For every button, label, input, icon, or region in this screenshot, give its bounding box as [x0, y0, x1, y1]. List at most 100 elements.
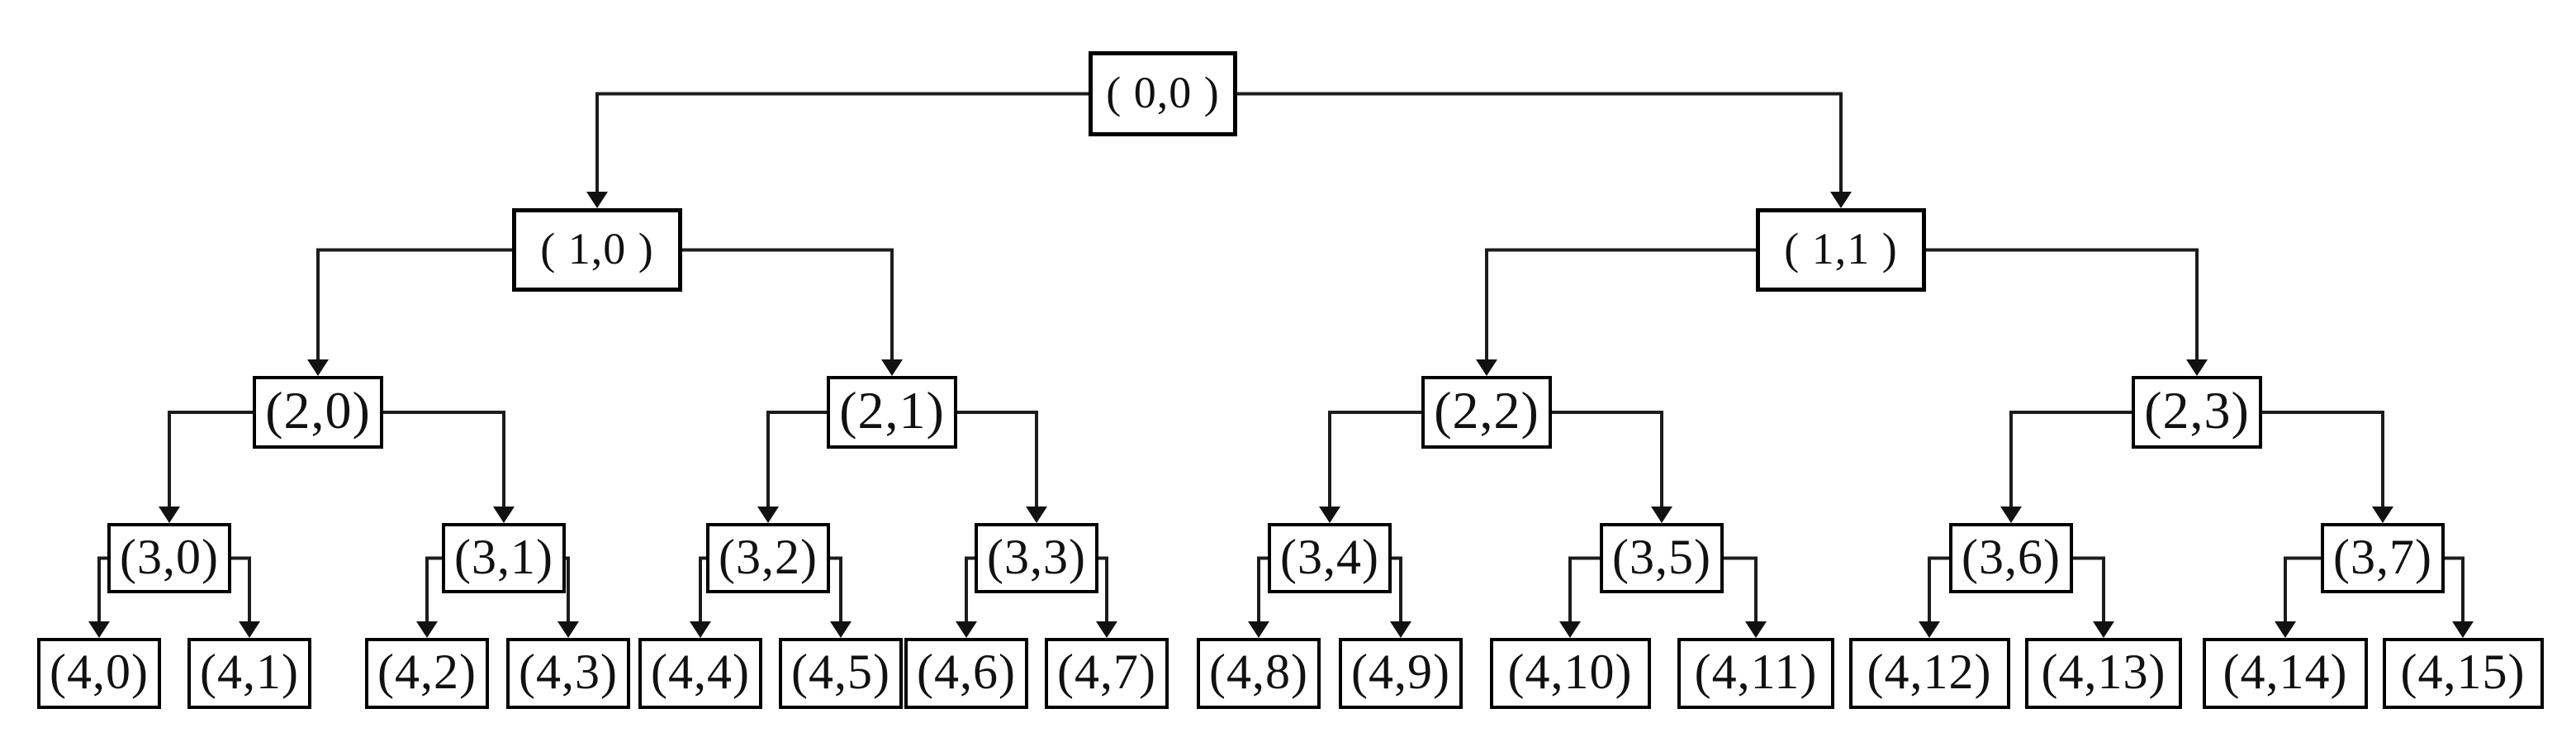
edge-3-3-to-4-6	[965, 556, 975, 623]
node-4-4: (4,4)	[638, 638, 762, 709]
node-label-4-1: (4,1)	[200, 644, 299, 699]
node-2-0: (2,0)	[253, 376, 383, 449]
node-3-6: (3,6)	[1949, 523, 2073, 593]
node-0-0: ( 0,0 )	[1089, 51, 1237, 136]
node-3-5: (3,5)	[1600, 523, 1724, 593]
arrowhead-into-4-10	[1559, 621, 1581, 638]
arrowhead-into-3-1	[493, 507, 515, 523]
node-label-4-11: (4,11)	[1694, 644, 1818, 699]
arrowhead-into-4-14	[2275, 621, 2296, 638]
arrowhead-into-4-11	[1745, 621, 1767, 638]
arrowhead-into-2-2	[1476, 359, 1497, 376]
arrowhead-into-3-2	[757, 507, 779, 523]
node-4-6: (4,6)	[904, 638, 1028, 709]
arrowhead-into-1-0	[586, 192, 608, 208]
arrowhead-into-3-5	[1651, 507, 1672, 523]
edge-2-0-to-3-0	[168, 411, 253, 508]
node-label-4-10: (4,10)	[1507, 644, 1633, 699]
arrowhead-into-4-15	[2452, 621, 2474, 638]
arrowhead-into-2-0	[307, 359, 329, 376]
arrowhead-into-3-4	[1319, 507, 1340, 523]
edge-2-3-to-3-7	[2262, 411, 2384, 508]
node-4-8: (4,8)	[1197, 638, 1321, 709]
node-label-3-4: (3,4)	[1280, 529, 1379, 584]
edge-3-7-to-4-15	[2445, 556, 2465, 623]
edge-3-4-to-4-9	[1392, 556, 1402, 623]
edge-1-1-to-2-2	[1485, 248, 1756, 361]
node-3-7: (3,7)	[2321, 523, 2445, 593]
node-label-4-9: (4,9)	[1351, 644, 1450, 699]
edge-2-1-to-3-2	[766, 411, 827, 508]
arrowhead-into-4-7	[1096, 621, 1117, 638]
node-label-3-5: (3,5)	[1612, 529, 1711, 584]
arrowhead-into-4-9	[1390, 621, 1411, 638]
node-label-3-1: (3,1)	[454, 529, 553, 584]
edge-2-2-to-3-5	[1552, 411, 1663, 508]
node-label-3-7: (3,7)	[2333, 529, 2432, 584]
edge-2-1-to-3-3	[957, 411, 1038, 508]
node-4-3: (4,3)	[506, 638, 630, 709]
node-1-0: ( 1,0 )	[512, 208, 682, 292]
node-4-1: (4,1)	[187, 638, 311, 709]
arrowhead-into-4-13	[2093, 621, 2114, 638]
edge-3-0-to-4-1	[231, 556, 251, 623]
node-4-14: (4,14)	[2203, 638, 2368, 709]
node-3-3: (3,3)	[975, 523, 1098, 593]
arrowhead-into-2-3	[2186, 359, 2208, 376]
node-label-3-3: (3,3)	[987, 529, 1086, 584]
node-2-1: (2,1)	[827, 376, 957, 449]
arrowhead-into-1-1	[1830, 192, 1852, 208]
node-label-2-1: (2,1)	[839, 381, 945, 440]
edge-1-0-to-2-1	[682, 248, 894, 361]
arrowhead-into-4-1	[239, 621, 260, 638]
node-4-2: (4,2)	[365, 638, 489, 709]
node-4-13: (4,13)	[2025, 638, 2182, 709]
arrowhead-into-4-12	[1919, 621, 1940, 638]
node-label-1-1: ( 1,1 )	[1784, 223, 1898, 273]
edge-3-7-to-4-14	[2284, 556, 2321, 623]
node-4-12: (4,12)	[1848, 638, 2010, 709]
node-4-5: (4,5)	[779, 638, 903, 709]
arrowhead-into-3-6	[2000, 507, 2022, 523]
arrowhead-into-4-4	[690, 621, 711, 638]
node-label-2-2: (2,2)	[1434, 381, 1539, 440]
node-3-0: (3,0)	[107, 523, 231, 593]
arrowhead-into-4-5	[830, 621, 852, 638]
edge-1-0-to-2-0	[316, 248, 512, 361]
node-4-15: (4,15)	[2382, 638, 2544, 709]
node-4-7: (4,7)	[1045, 638, 1169, 709]
edge-3-6-to-4-12	[1928, 556, 1949, 623]
node-3-4: (3,4)	[1268, 523, 1392, 593]
arrowhead-into-2-1	[881, 359, 903, 376]
node-label-2-0: (2,0)	[265, 381, 371, 440]
node-label-2-3: (2,3)	[2144, 381, 2250, 440]
node-1-1: ( 1,1 )	[1756, 208, 1926, 292]
node-4-10: (4,10)	[1489, 638, 1651, 709]
edge-2-0-to-3-1	[383, 411, 505, 508]
edge-3-5-to-4-11	[1724, 556, 1758, 623]
edge-3-5-to-4-10	[1568, 556, 1600, 623]
arrowhead-into-4-6	[956, 621, 977, 638]
node-4-9: (4,9)	[1339, 638, 1463, 709]
node-label-4-3: (4,3)	[519, 644, 618, 699]
arrowhead-into-4-8	[1248, 621, 1269, 638]
edge-3-1-to-4-2	[425, 556, 442, 623]
edge-3-0-to-4-0	[97, 556, 107, 623]
node-3-2: (3,2)	[706, 523, 830, 593]
node-label-4-15: (4,15)	[2400, 644, 2526, 699]
node-label-4-13: (4,13)	[2041, 644, 2166, 699]
edge-1-1-to-2-3	[1926, 248, 2199, 361]
node-label-1-0: ( 1,0 )	[540, 223, 654, 273]
node-label-3-0: (3,0)	[120, 529, 219, 584]
edge-3-2-to-4-5	[830, 556, 842, 623]
edge-3-1-to-4-3	[566, 556, 570, 623]
node-label-4-7: (4,7)	[1057, 644, 1156, 699]
edge-2-2-to-3-4	[1328, 411, 1421, 508]
edge-3-4-to-4-8	[1257, 556, 1268, 623]
arrowhead-into-3-3	[1026, 507, 1047, 523]
edge-3-3-to-4-7	[1098, 556, 1108, 623]
node-label-0-0: ( 0,0 )	[1106, 67, 1220, 117]
arrowhead-into-4-0	[88, 621, 110, 638]
edge-3-2-to-4-4	[699, 556, 706, 623]
